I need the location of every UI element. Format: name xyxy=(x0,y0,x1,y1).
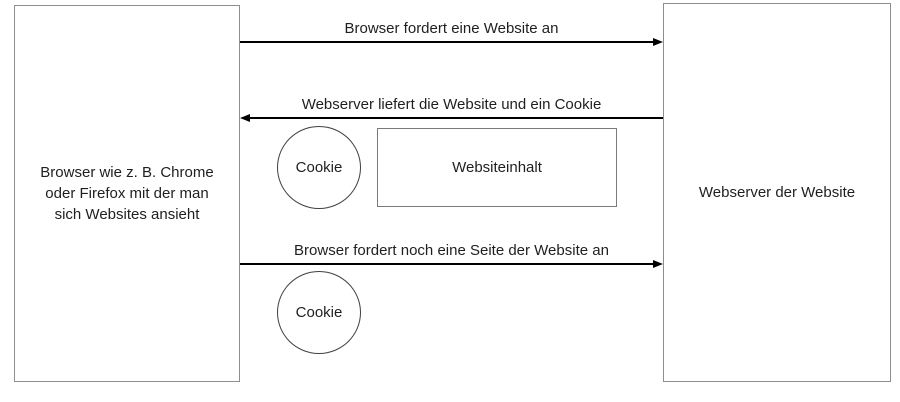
cookie-delivered-label: Cookie xyxy=(295,159,343,176)
browser-actor-box: Browser wie z. B. Chrome oder Firefox mi… xyxy=(14,5,240,382)
message-request-another-page-line xyxy=(240,263,654,265)
message-request-website-line xyxy=(240,41,654,43)
webserver-actor-label: Webserver der Website xyxy=(698,184,856,201)
website-content-box: Websiteinhalt xyxy=(377,128,617,207)
cookie-sent-back-circle: Cookie xyxy=(277,271,361,354)
message-request-another-page-label: Browser fordert noch eine Seite der Webs… xyxy=(294,242,609,259)
website-content-label: Websiteinhalt xyxy=(452,159,542,176)
arrowhead-right-icon xyxy=(653,259,663,268)
cookie-delivered-circle: Cookie xyxy=(277,126,361,209)
message-deliver-website-cookie-line xyxy=(249,117,663,119)
message-request-website-label: Browser fordert eine Website an xyxy=(344,20,559,37)
message-deliver-website-cookie-label: Webserver liefert die Website und ein Co… xyxy=(301,96,602,113)
arrowhead-left-icon xyxy=(240,113,250,122)
webserver-actor-box: Webserver der Website xyxy=(663,3,891,382)
browser-actor-label: Browser wie z. B. Chrome oder Firefox mi… xyxy=(40,164,214,223)
cookie-sent-back-label: Cookie xyxy=(295,304,343,321)
arrowhead-right-icon xyxy=(653,37,663,46)
